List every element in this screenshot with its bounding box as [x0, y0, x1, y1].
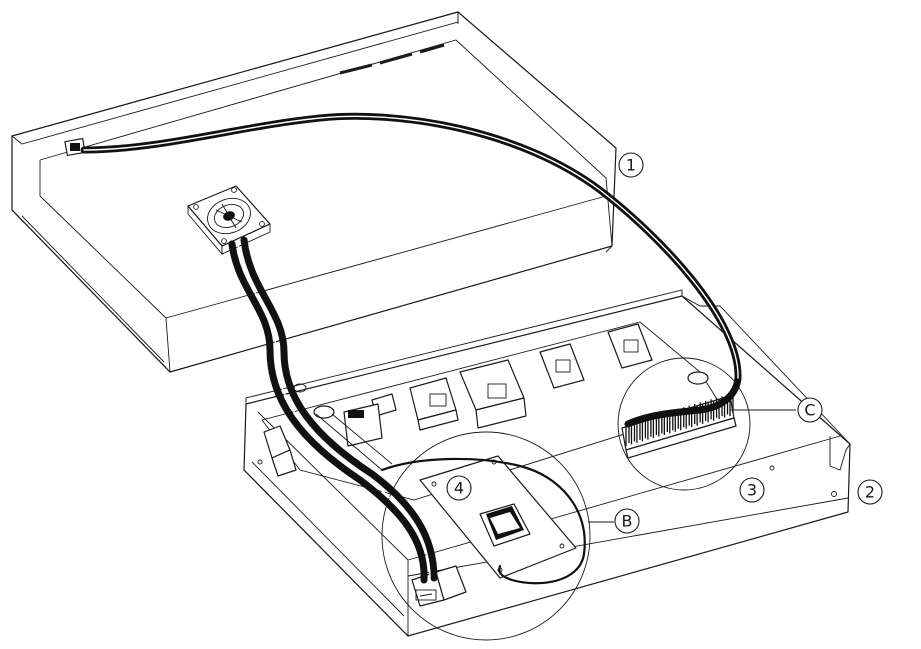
svg-text:2: 2	[865, 483, 875, 502]
svg-text:B: B	[622, 512, 633, 531]
callout-4: 4	[446, 475, 472, 501]
callout-1: 1	[618, 152, 644, 178]
callout-2: 2	[857, 479, 883, 505]
standoff	[313, 405, 393, 471]
top-cover	[11, 11, 617, 373]
callout-b: B	[614, 508, 640, 534]
svg-text:4: 4	[454, 479, 464, 498]
svg-text:1: 1	[626, 156, 636, 175]
module-wire	[380, 457, 586, 585]
side-connectors	[263, 383, 307, 477]
rear-connectors	[343, 323, 653, 447]
lid-connector	[64, 137, 86, 157]
fan-icon	[187, 185, 271, 256]
header-pins	[625, 393, 734, 446]
callout-3: 3	[739, 477, 765, 503]
callout-c: C	[797, 397, 823, 423]
fan-cable	[228, 236, 438, 584]
svg-text:3: 3	[747, 481, 757, 500]
svg-text:C: C	[804, 401, 815, 420]
vent-slots	[339, 43, 445, 75]
